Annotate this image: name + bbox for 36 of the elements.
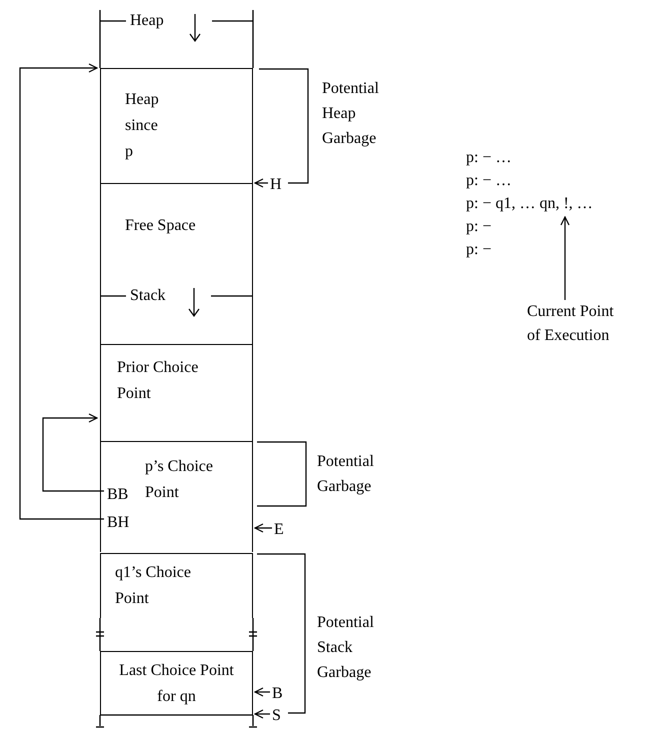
memory-segment <box>100 68 253 183</box>
pointer-arrow <box>254 709 270 719</box>
segment-label: Heap since p <box>125 90 160 162</box>
register-label: E <box>274 518 288 538</box>
code-line: p: − q1, … qn, !, … <box>466 191 596 216</box>
segment-label: p’s Choice Point <box>145 457 214 503</box>
register-label: S <box>272 704 286 724</box>
memory-segment <box>100 344 253 441</box>
memory-segment <box>100 651 253 715</box>
register-label: B <box>272 682 286 702</box>
code-line: p: − … <box>466 171 512 191</box>
register-label: BB <box>107 482 133 502</box>
annotation-text: Current Point of Execution <box>527 300 627 350</box>
bracket-label: Potential Garbage <box>317 452 375 497</box>
memory-segment <box>100 441 253 552</box>
pointer-arrow <box>254 523 272 533</box>
segment-label: Free Space <box>125 216 197 236</box>
pointer-arrow <box>560 216 570 300</box>
register-label: H <box>270 173 286 193</box>
bracket-label: Potential Heap Garbage <box>322 79 380 149</box>
code-line: p: − <box>466 240 492 260</box>
segment-label: Prior Choice Point <box>117 358 200 404</box>
pointer-arrow <box>42 413 104 492</box>
region-label: Heap <box>130 11 164 31</box>
segment-label: Last Choice Point for qn <box>118 661 235 707</box>
region-label: Stack <box>130 286 166 306</box>
segment-label: q1’s Choice Point <box>115 563 192 609</box>
pointer-arrow <box>254 178 268 188</box>
code-line: p: − <box>466 217 492 237</box>
code-line: p: − … <box>466 148 512 168</box>
pointer-arrow <box>19 63 104 520</box>
pointer-arrow <box>254 687 270 697</box>
memory-segment <box>100 553 253 618</box>
memory-segment <box>100 183 253 344</box>
register-label: BH <box>107 510 133 530</box>
bracket-label: Potential Stack Garbage <box>317 613 375 683</box>
